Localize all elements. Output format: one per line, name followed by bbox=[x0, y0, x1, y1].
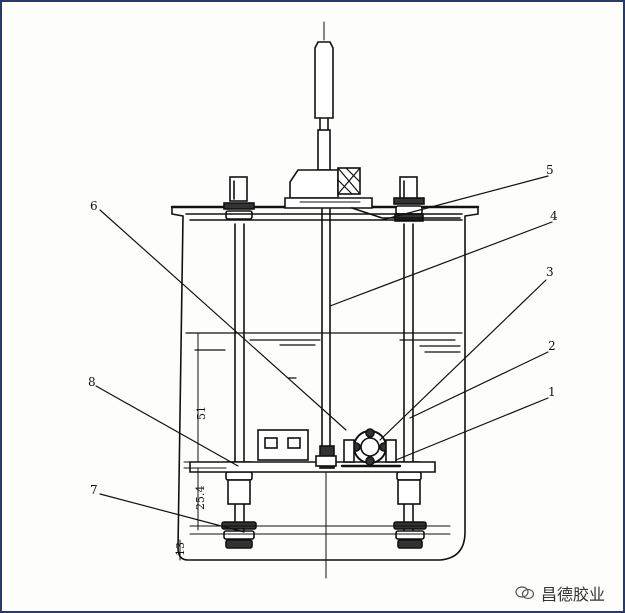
dimension-51: 51 bbox=[195, 406, 208, 420]
dimension-labels: 51 25.4 13 bbox=[174, 406, 208, 556]
upper-plate bbox=[185, 213, 463, 221]
wechat-icon bbox=[515, 586, 535, 600]
label-6: 6 bbox=[90, 199, 98, 213]
label-1: 1 bbox=[548, 385, 556, 399]
left-rod bbox=[221, 176, 257, 549]
support-plate bbox=[189, 428, 451, 535]
dimension-13: 13 bbox=[174, 542, 187, 556]
lid-stopper bbox=[284, 167, 461, 219]
part-labels: 5 4 3 2 1 6 8 7 bbox=[88, 163, 558, 497]
label-2: 2 bbox=[548, 339, 556, 353]
right-rod bbox=[393, 176, 427, 549]
label-5: 5 bbox=[546, 163, 554, 177]
vessel bbox=[170, 205, 480, 561]
label-4: 4 bbox=[550, 209, 558, 223]
central-shaft bbox=[314, 21, 334, 579]
label-7: 7 bbox=[90, 483, 98, 497]
leader-lines bbox=[95, 175, 553, 533]
label-8: 8 bbox=[88, 375, 96, 389]
watermark: 昌德胶业 bbox=[515, 581, 605, 605]
watermark-text: 昌德胶业 bbox=[540, 585, 605, 604]
dimension-25-4: 25.4 bbox=[194, 486, 207, 511]
label-3: 3 bbox=[546, 265, 554, 279]
liquid-surface bbox=[185, 332, 463, 379]
